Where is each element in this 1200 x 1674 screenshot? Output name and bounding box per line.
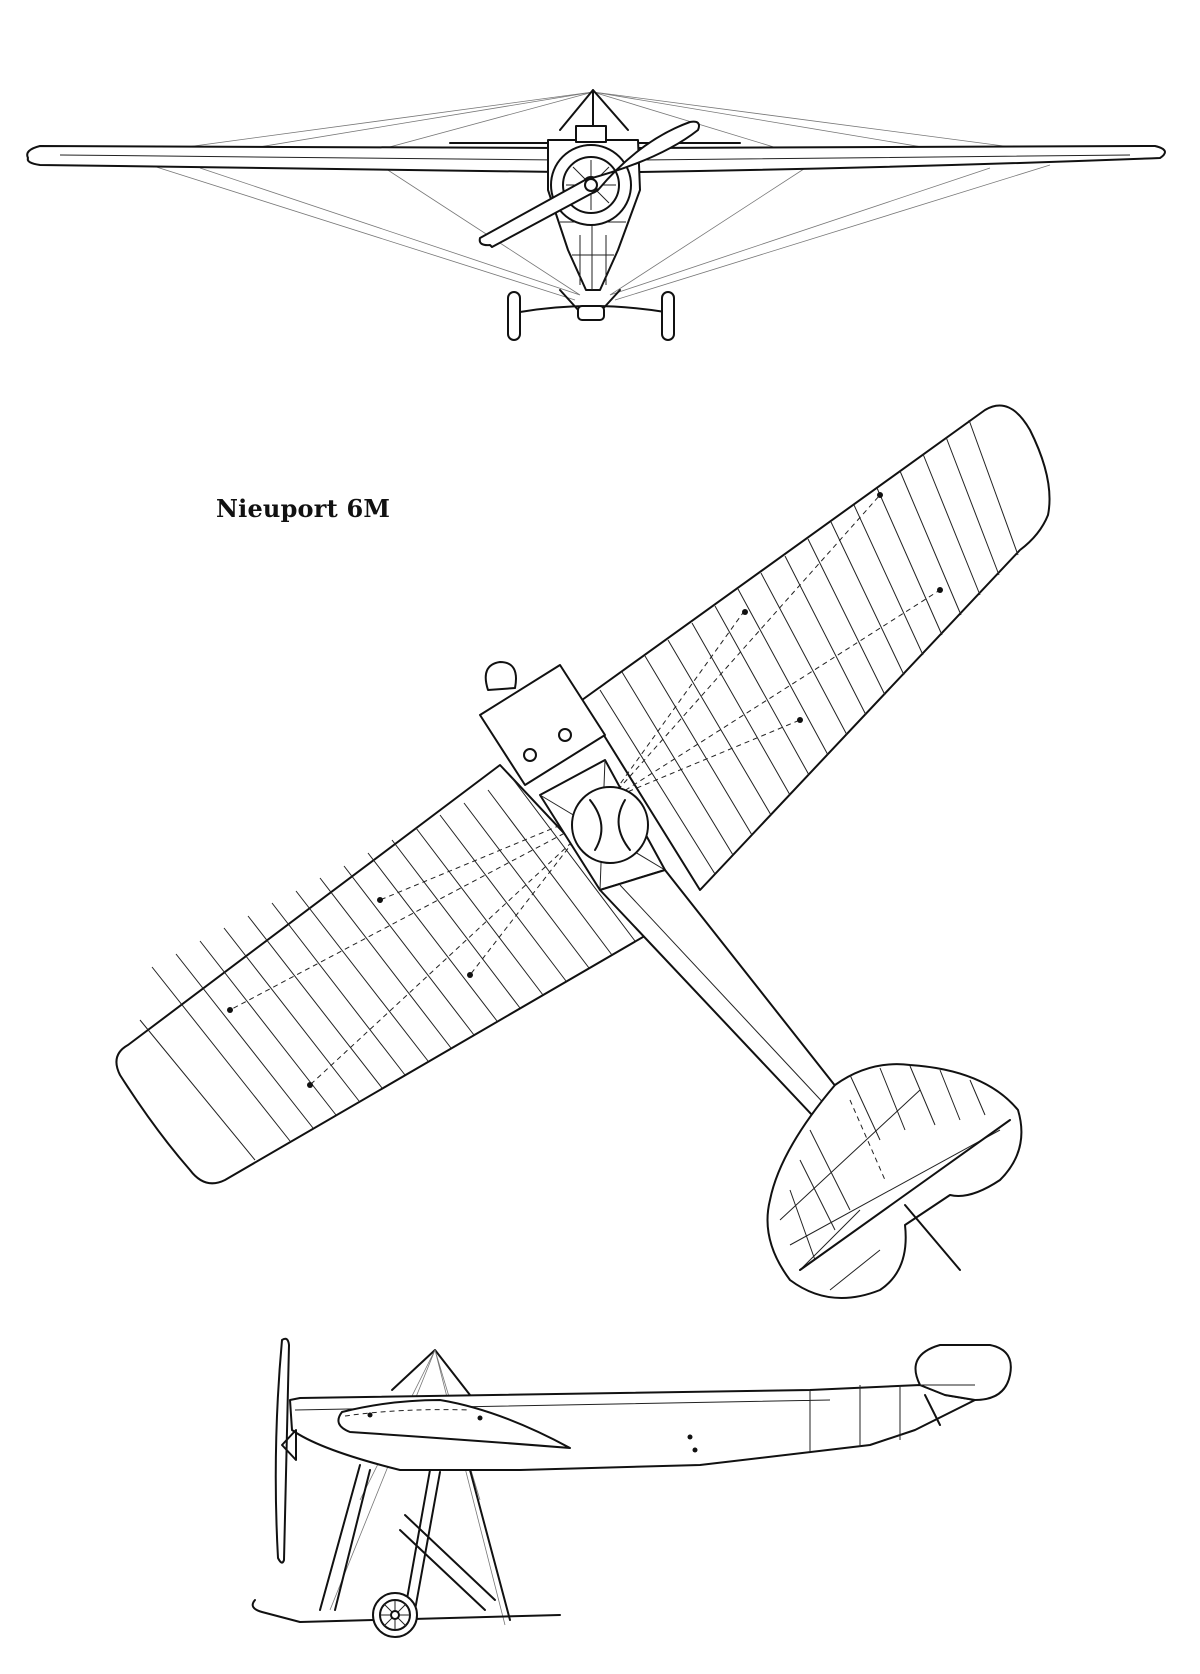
side-wing-root xyxy=(337,1399,571,1449)
top-wing-left xyxy=(115,764,656,1185)
top-wing-wires xyxy=(229,494,941,1086)
top-nose-fitting xyxy=(484,661,517,691)
top-fuselage-nose xyxy=(479,664,606,786)
front-pylon xyxy=(559,89,629,131)
aircraft-title: Nieuport 6M xyxy=(216,494,391,523)
top-wing-right-ribs xyxy=(599,419,1019,875)
top-wing-left-ribs xyxy=(139,777,636,1161)
side-skid xyxy=(251,1599,561,1623)
side-undercarriage xyxy=(251,1464,561,1638)
side-rudder xyxy=(914,1344,1012,1401)
top-tail-skid xyxy=(904,1204,961,1271)
top-wing-right xyxy=(581,404,1051,891)
top-tailplane-ribs xyxy=(779,1065,1001,1291)
top-cockpit-opening xyxy=(571,786,649,864)
front-bracing-wires xyxy=(119,91,1081,301)
side-tail-skid xyxy=(924,1394,941,1426)
side-pylon xyxy=(391,1349,471,1396)
side-propeller xyxy=(274,1337,290,1564)
front-undercarriage xyxy=(507,289,675,341)
top-view xyxy=(115,404,1051,1299)
top-wing-fittings xyxy=(227,492,943,1088)
side-view xyxy=(251,1337,1012,1638)
front-view xyxy=(26,89,1166,341)
side-bracing-wires xyxy=(329,1349,506,1626)
